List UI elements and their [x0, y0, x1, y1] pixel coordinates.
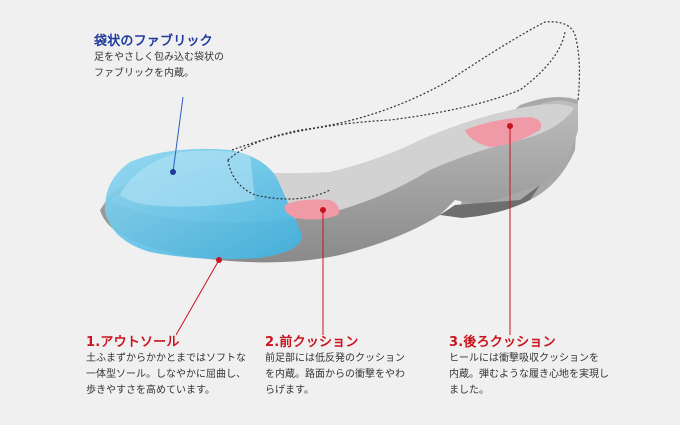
outsole-leader — [175, 259, 220, 336]
rear-cushion-dot — [507, 123, 513, 129]
front-cushion-desc-line: を内蔵。路面からの衝撃をやわ — [265, 369, 405, 380]
front-cushion-desc-line: らげます。 — [265, 385, 314, 396]
fabric-leader — [172, 96, 184, 173]
outsole-description: 土ふまずからかかとまではソフトな 一体型ソール。しなやかに屈曲し、 歩きやすさを… — [86, 351, 246, 399]
front-cushion-description: 前足部には低反発のクッション を内蔵。路面からの衝撃をやわ らげます。 — [265, 351, 405, 399]
shoe-upper-outline-inner — [231, 31, 566, 151]
front-cushion-desc-line: 前足部には低反発のクッション — [265, 353, 405, 364]
outsole-desc-line: 歩きやすさを高めています。 — [86, 385, 215, 396]
fabric-desc-line: 足をやさしく包み込む袋状の — [94, 52, 224, 63]
rear-cushion-desc-line: ヒールには衝撃吸収クッションを — [449, 353, 599, 364]
fabric-title: 袋状のファブリック — [94, 34, 213, 49]
rear-cushion — [465, 117, 542, 147]
fabric-desc-line: ファブリックを内蔵。 — [94, 68, 194, 79]
heel-support — [440, 185, 540, 218]
outsole-dot — [216, 257, 222, 263]
fabric-description: 足をやさしく包み込む袋状の ファブリックを内蔵。 — [94, 50, 224, 82]
fabric-pocket-highlight — [120, 150, 255, 207]
front-cushion-dot — [320, 207, 326, 213]
shoe-upper-outline — [227, 21, 581, 161]
outsole-desc-line: 一体型ソール。しなやかに屈曲し、 — [86, 369, 246, 380]
rear-cushion-description: ヒールには衝撃吸収クッションを 内蔵。弾むような履き心地を実現し ました。 — [449, 351, 609, 399]
front-cushion — [284, 199, 339, 220]
rear-cushion-desc-line: 内蔵。弾むような履き心地を実現し — [449, 369, 609, 380]
rear-cushion-title: 3.後ろクッション — [449, 335, 556, 350]
front-cushion-title: 2.前クッション — [265, 335, 359, 350]
rear-cushion-desc-line: ました。 — [449, 385, 489, 396]
fabric-dot — [170, 169, 176, 175]
outsole-title: 1.アウトソール — [86, 335, 180, 350]
outsole-desc-line: 土ふまずからかかとまではソフトな — [86, 353, 246, 364]
